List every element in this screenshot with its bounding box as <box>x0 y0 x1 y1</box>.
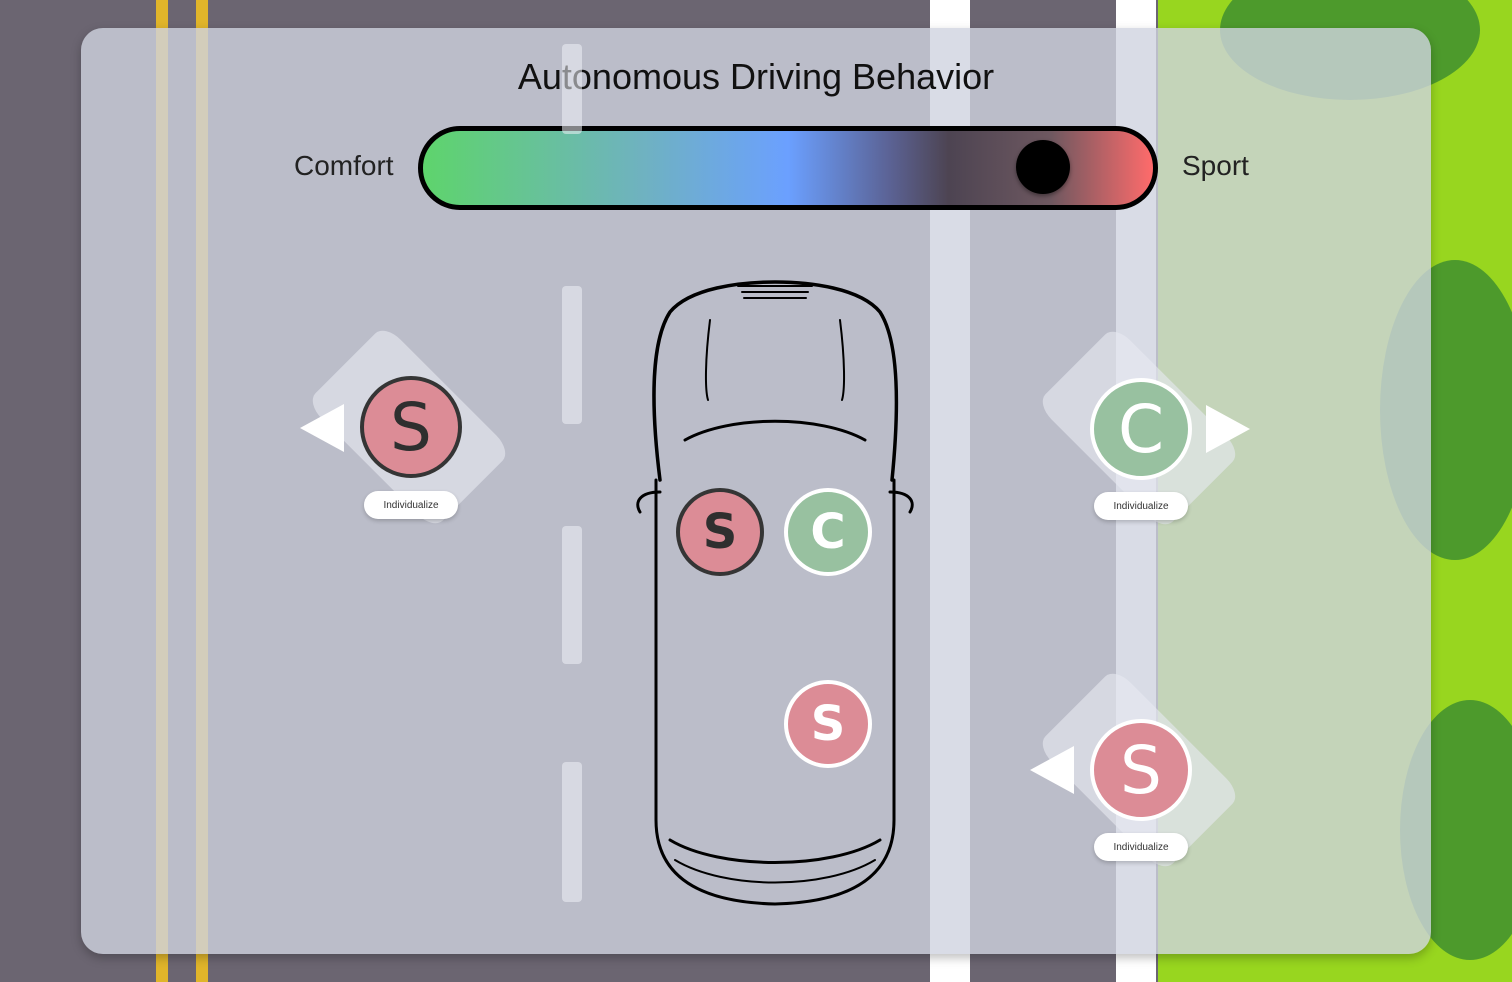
lane-dash <box>562 762 582 902</box>
comfort-label: Comfort <box>294 150 394 181</box>
arrow-right-icon[interactable] <box>1206 405 1250 453</box>
zone-left-sport-badge[interactable]: S <box>360 376 462 478</box>
arrow-left-icon[interactable] <box>1030 746 1074 794</box>
lane-dash <box>562 44 582 134</box>
zone-right-top-comfort-badge[interactable]: C <box>1090 378 1192 480</box>
individualize-button-left[interactable]: Individualize <box>364 491 458 519</box>
arrow-left-icon[interactable] <box>300 404 344 452</box>
page-title: Autonomous Driving Behavior <box>517 56 995 97</box>
seat-rear-right-badge[interactable]: S <box>784 680 872 768</box>
lane-dash <box>562 286 582 424</box>
zone-right-bottom-sport-badge[interactable]: S <box>1090 719 1192 821</box>
sport-label: Sport <box>1182 150 1249 181</box>
seat-front-left-badge[interactable]: S <box>676 488 764 576</box>
individualize-button-right-top[interactable]: Individualize <box>1094 492 1188 520</box>
individualize-button-right-bottom[interactable]: Individualize <box>1094 833 1188 861</box>
car-outline-icon <box>636 280 914 906</box>
lane-dash <box>562 526 582 664</box>
slider-knob[interactable] <box>1016 140 1070 194</box>
seat-front-right-badge[interactable]: C <box>784 488 872 576</box>
